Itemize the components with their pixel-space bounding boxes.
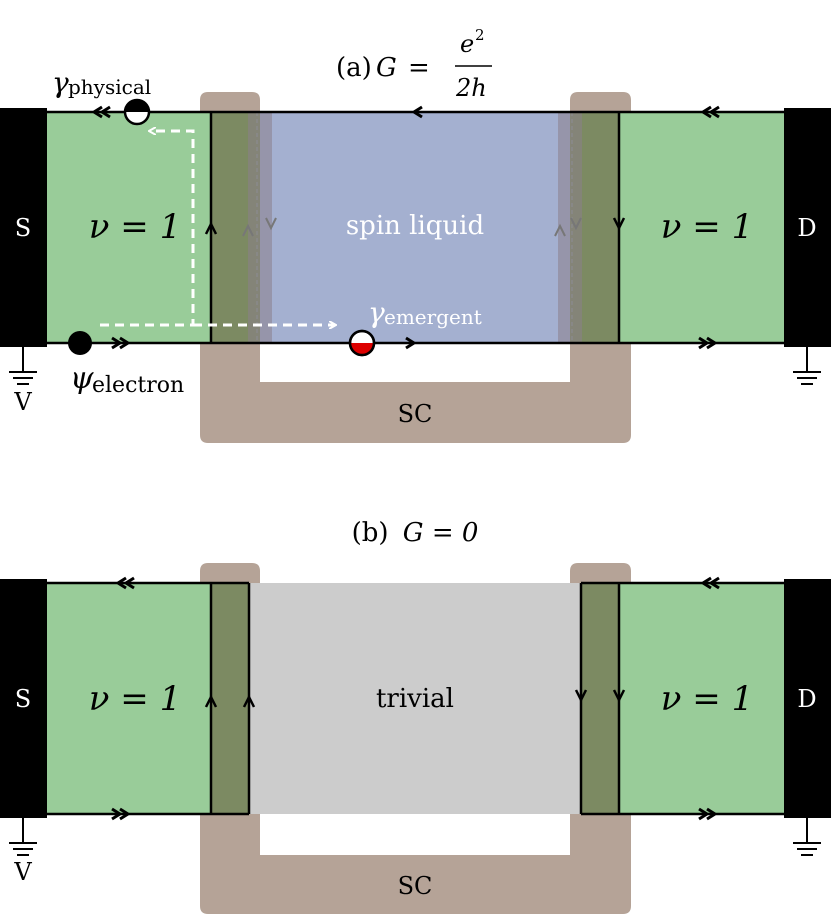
- right-filling-b: ν = 1: [661, 679, 753, 719]
- faint-down-arrow-icon: [265, 217, 277, 231]
- faint-down-arrow-icon: [570, 217, 582, 231]
- panel-b-label: (b): [352, 518, 389, 548]
- down-arrow-icon: [612, 217, 626, 231]
- double-left-arrow-icon: [702, 576, 720, 590]
- faint-up-arrow-icon: [554, 223, 566, 237]
- ground-left-a: [9, 347, 37, 385]
- faint-up-arrow-icon: [242, 223, 254, 237]
- gamma-emergent-label: γ emergent: [368, 296, 482, 329]
- left-filling-b: ν = 1: [89, 679, 181, 719]
- double-right-arrow-icon: [111, 807, 129, 821]
- trivial-label: trivial: [376, 684, 454, 714]
- right-arrow-icon: [405, 336, 415, 350]
- drain-label-a: D: [797, 214, 816, 242]
- panel-b-conductance: G = 0: [403, 518, 479, 548]
- electron-marker: [68, 331, 92, 355]
- double-right-arrow-icon: [698, 807, 716, 821]
- drain-lead-a: [784, 108, 831, 347]
- svg-text:electron: electron: [92, 373, 184, 398]
- spin-liquid-region: [248, 112, 582, 343]
- panel-a-label: (a): [336, 53, 372, 83]
- interface-right-a: [558, 112, 582, 343]
- double-right-arrow-icon: [698, 336, 716, 350]
- trivial-region: [249, 583, 581, 814]
- spin-liquid-label: spin liquid: [346, 211, 484, 241]
- svg-text:physical: physical: [68, 75, 151, 99]
- gamma-physical-label: γ physical: [52, 66, 151, 99]
- source-label-b: S: [15, 685, 31, 713]
- double-left-arrow-icon: [117, 576, 135, 590]
- double-right-arrow-icon: [111, 336, 129, 350]
- svg-text:γ: γ: [368, 296, 385, 329]
- equals-sign: =: [408, 53, 430, 83]
- left-arrow-icon: [413, 105, 423, 119]
- down-arrow-icon: [574, 689, 588, 703]
- svg-text:emergent: emergent: [384, 305, 482, 329]
- gamma-emergent-marker: [348, 329, 376, 357]
- source-lead-b: [0, 579, 47, 818]
- svg-text:γ: γ: [52, 66, 69, 99]
- double-left-arrow-icon: [702, 105, 720, 119]
- fraction-numerator: e: [460, 30, 474, 58]
- overlap-right-b: [581, 583, 619, 814]
- svg-text:ψ: ψ: [70, 361, 94, 396]
- interface-left-a: [248, 112, 272, 343]
- source-label-a: S: [15, 214, 31, 242]
- conductance-symbol: G: [376, 53, 397, 83]
- up-arrow-icon: [204, 221, 218, 235]
- right-filling-a: ν = 1: [661, 207, 753, 247]
- psi-electron-label: ψ electron: [70, 361, 184, 398]
- source-lead-a: [0, 108, 47, 347]
- numerator-exponent: 2: [475, 26, 485, 44]
- gamma-physical-marker: [123, 98, 151, 126]
- sc-label-a: SC: [398, 400, 433, 428]
- ground-right-b: [793, 818, 821, 856]
- voltage-label-a: V: [13, 388, 32, 416]
- up-arrow-icon: [204, 694, 218, 708]
- ground-left-b: [9, 818, 37, 856]
- overlap-left-b: [211, 583, 249, 814]
- panel-b: (b) G = 0 S D ν = 1 ν: [0, 518, 831, 914]
- fraction-denominator: 2h: [455, 74, 487, 102]
- down-arrow-icon: [612, 689, 626, 703]
- up-arrow-icon: [242, 694, 256, 708]
- panel-b-title: (b) G = 0: [352, 518, 479, 548]
- left-filling-a: ν = 1: [89, 207, 181, 247]
- voltage-label-b: V: [13, 858, 32, 886]
- panel-a-title: (a) G = e 2 2h: [336, 26, 492, 102]
- sc-label-b: SC: [398, 872, 433, 900]
- drain-lead-b: [784, 579, 831, 818]
- dashed-path-physical: [100, 131, 195, 327]
- drain-label-b: D: [797, 685, 816, 713]
- ground-right-a: [793, 347, 821, 385]
- double-left-arrow-icon: [93, 105, 111, 119]
- panel-a: (a) G = e 2 2h: [0, 26, 831, 443]
